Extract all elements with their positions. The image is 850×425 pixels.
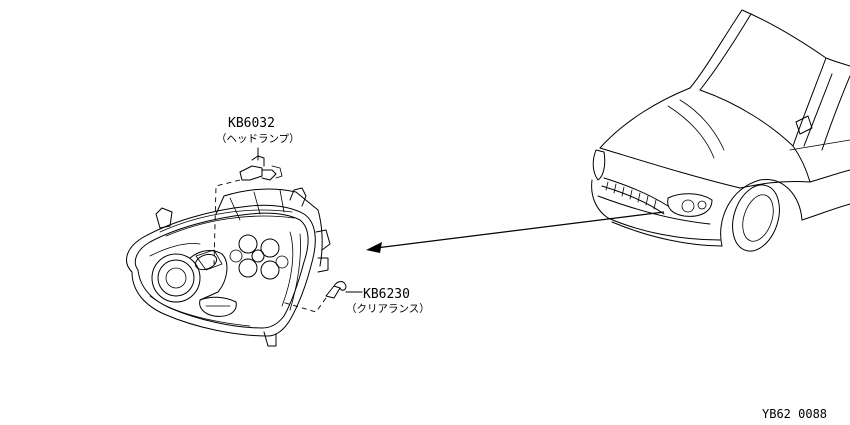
- car-illustration: [591, 9, 850, 252]
- part-name-headlamp: （ヘッドランプ）: [216, 133, 300, 145]
- direction-arrow: [366, 211, 665, 253]
- clearance-bulb-guide: [281, 297, 327, 313]
- figure-code: YB62 0088: [762, 407, 827, 421]
- headlamp-assembly: [126, 187, 331, 347]
- part-number-kb6032: KB6032: [228, 116, 275, 131]
- headlamp-bulb-guide: [213, 179, 241, 265]
- part-number-kb6230: KB6230: [363, 287, 410, 302]
- headlamp-bulb: [239, 147, 283, 181]
- part-name-clearance: （クリアランス）: [346, 303, 430, 315]
- clearance-bulb: [325, 281, 363, 299]
